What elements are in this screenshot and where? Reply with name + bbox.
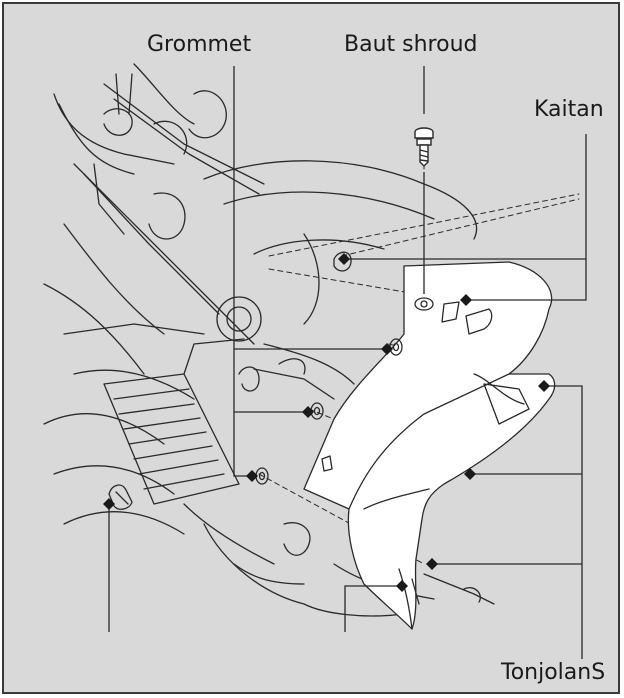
label-grommet: Grommet	[147, 32, 252, 57]
leader-lines	[108, 66, 587, 659]
radiator	[103, 338, 245, 505]
shroud-cover	[303, 261, 556, 630]
label-tabs: TonjolanS	[501, 660, 606, 685]
callout-markers	[103, 253, 550, 592]
label-bolt-shroud: Baut shroud	[344, 32, 478, 57]
clip-left	[108, 484, 133, 510]
motorcycle-line-art	[43, 63, 587, 659]
bolt-installed	[414, 297, 434, 311]
label-hook: Kaitan	[534, 97, 604, 122]
frame-tubes	[43, 63, 265, 535]
bolt-icon	[414, 127, 434, 167]
